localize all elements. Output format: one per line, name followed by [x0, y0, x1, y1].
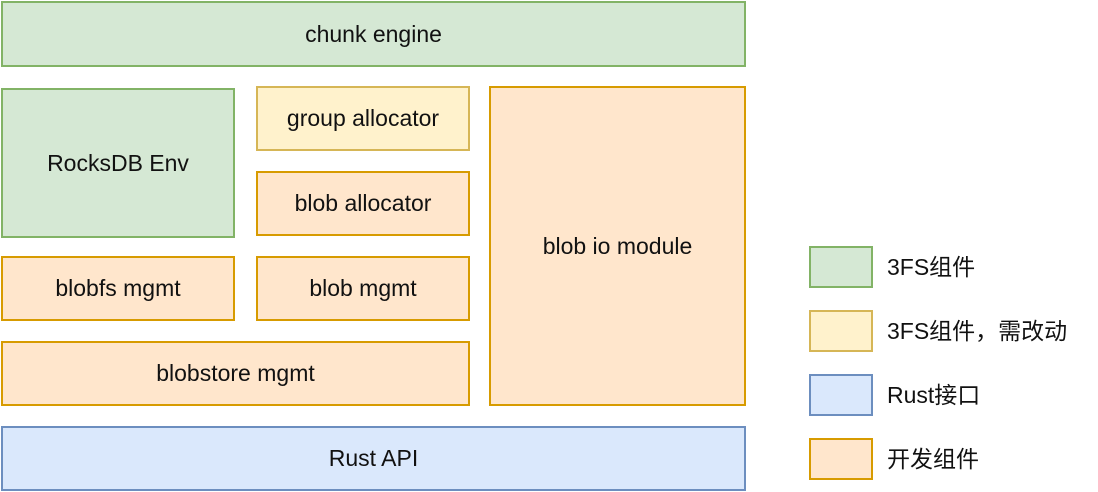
legend-swatch-dev-component — [809, 438, 873, 480]
legend-swatch-rust-interface — [809, 374, 873, 416]
legend-swatch-3fs-component — [809, 246, 873, 288]
blob-mgmt-label: blob mgmt — [309, 275, 417, 301]
blob-io-module-label: blob io module — [542, 232, 693, 259]
blobfs-mgmt-block: blobfs mgmt — [1, 256, 235, 321]
blobstore-mgmt-label: blobstore mgmt — [156, 360, 315, 386]
blob-io-module-block: blob io module — [489, 86, 746, 406]
chunk-engine-block: chunk engine — [1, 1, 746, 67]
group-allocator-label: group allocator — [286, 105, 440, 131]
chunk-engine-label: chunk engine — [305, 20, 442, 47]
legend-label-dev-component: 开发组件 — [887, 445, 979, 472]
blobstore-mgmt-block: blobstore mgmt — [1, 341, 470, 406]
legend-label-3fs-component: 3FS组件 — [887, 253, 976, 280]
blobfs-mgmt-label: blobfs mgmt — [55, 275, 181, 301]
rocksdb-env-label: RocksDB Env — [47, 149, 189, 176]
blob-allocator-label: blob allocator — [294, 190, 432, 216]
blob-mgmt-block: blob mgmt — [256, 256, 470, 321]
legend-label-3fs-component-modify: 3FS组件，需改动 — [887, 317, 1068, 344]
legend-swatch-3fs-component-modify — [809, 310, 873, 352]
group-allocator-block: group allocator — [256, 86, 470, 151]
blob-allocator-block: blob allocator — [256, 171, 470, 236]
rust-api-block: Rust API — [1, 426, 746, 491]
rust-api-label: Rust API — [328, 445, 419, 471]
legend-label-rust-interface: Rust接口 — [887, 381, 981, 408]
rocksdb-env-block: RocksDB Env — [1, 88, 235, 238]
